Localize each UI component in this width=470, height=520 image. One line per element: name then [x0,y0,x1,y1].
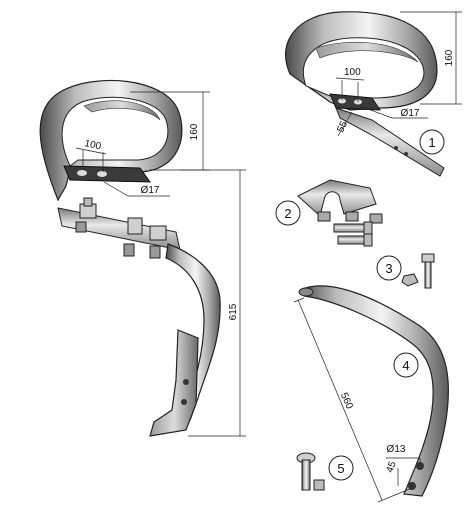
part1-spring: 100 160 Ø17 55 1 [285,11,462,177]
clamp-bolt-right [149,225,167,259]
part1-tail [335,107,445,177]
part1-tail-hole [404,152,408,156]
clamp-bolt-center [123,217,143,257]
part3-bolt-head [421,253,435,263]
part3-bolt-shank [424,261,432,289]
part2-number: 2 [284,206,291,221]
main-total-height-dim: 615 [228,303,239,320]
part4-tip [298,287,314,297]
part1-number-badge [419,129,445,155]
part4-hole-dim: Ø13 [387,444,406,455]
part2-nut [317,211,331,222]
plate-hole [77,170,87,176]
part1-coil-back [315,41,419,63]
share-hole [183,379,189,385]
main-width-dim: 100 [83,138,102,152]
part1-hole-dim: Ø17 [401,108,420,119]
spring-coil-back [83,100,161,121]
part3-number: 3 [385,261,392,276]
part5-number: 5 [337,461,344,476]
part3-number-badge [376,255,402,281]
tine-share [149,329,199,437]
part2-bolt [337,233,373,247]
part1-width-dim: 100 [344,67,361,78]
part2-number-badge [275,200,301,226]
dimension-lines [75,91,246,437]
part3-nut [401,273,419,287]
main-height-dim: 160 [189,123,200,140]
part4-dimension-lines [293,297,421,503]
part4-spacing-dim: 45 [385,460,399,475]
plate-hole [97,171,107,177]
part4-number-badge [393,352,419,378]
share-hole [181,399,187,405]
part2-nut [345,211,359,222]
main-assembly: 100 160 Ø17 615 [39,79,246,437]
part4-tine: 560 Ø13 45 4 [293,285,449,503]
part1-plate-hole [338,98,346,104]
part4-tine-body [299,285,449,497]
part2-bolt [333,221,373,235]
part2-nut [369,213,383,224]
part3-bolt-nut: 3 [376,253,435,289]
part5-bolt-shank [301,459,311,491]
part5-bolt-nut: 5 [296,452,354,491]
part4-number: 4 [402,358,409,373]
part1-tail-hole [394,146,398,150]
part1-dimension-lines [335,11,462,137]
part5-nut [313,479,325,491]
clamp-bolt-left [75,197,97,233]
part4-hole [408,482,416,490]
main-hole-dim: Ø17 [141,185,160,196]
part4-length-dim: 560 [338,391,355,411]
part1-number: 1 [428,135,435,150]
spring-coil-inner [61,96,169,167]
part2-clamp [297,179,377,217]
part1-height-dim: 160 [444,49,455,66]
part2-clamp-kit: 2 [275,179,383,247]
part1-offset-dim: 55 [335,119,350,134]
part5-number-badge [328,455,354,481]
